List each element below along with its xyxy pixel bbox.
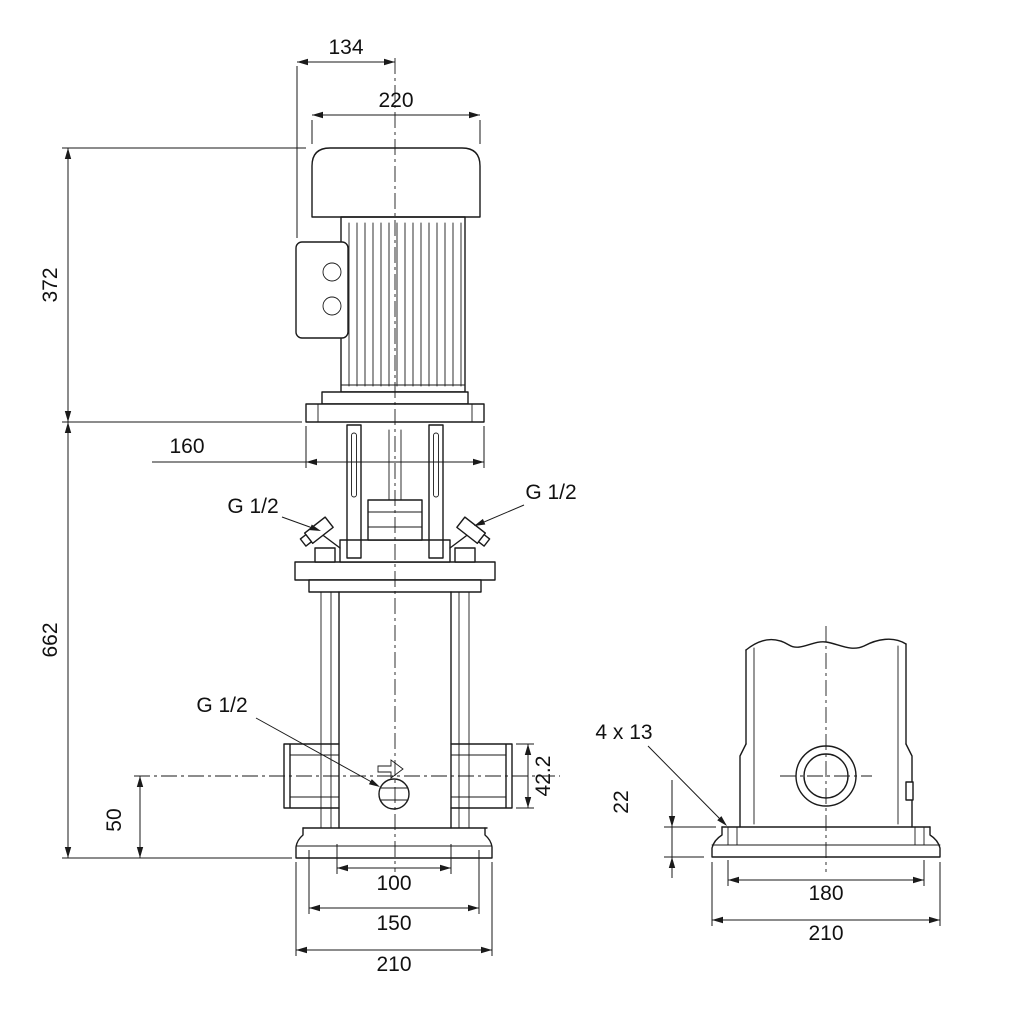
leader-line [476,504,525,526]
staybolt-nut-right [454,547,476,563]
base-bolt-slots [727,826,925,846]
leader-line [647,745,725,824]
g-half-right-label: G 1/2 [525,481,576,504]
cable-entry-hole [322,262,342,282]
suction-port [283,743,340,809]
vent-plug-left [299,516,334,547]
bolt-holes-label: 4 x 13 [595,721,652,744]
vent-plug-right [456,516,491,547]
extension-line [727,860,925,886]
side-walls [745,643,907,745]
arrowhead [717,816,727,826]
dim-662: 662 [39,422,292,859]
leader-line [255,717,378,786]
dim-150-label: 150 [376,912,411,935]
arrowhead [297,58,395,66]
dim-210-side-label: 210 [808,922,843,945]
dim-220-label: 220 [378,89,413,112]
extension-line [711,862,941,926]
motor-shaft [388,429,402,501]
side-foot [739,743,913,828]
dim-50: 50 [103,776,144,858]
extension-line [305,426,485,468]
dim-210-front-label: 210 [376,953,411,976]
dim-220: 220 [311,89,481,144]
dim-100: 100 [336,844,452,895]
coupling-guard-slot [433,432,439,498]
extension-line [295,862,493,956]
drain-plug [378,778,410,810]
flange-bolt-lines [317,403,473,423]
dim-372-label: 372 [39,267,62,302]
extension-line [336,844,452,874]
coupling-guard-slot [351,432,357,498]
extension-line [62,147,306,423]
terminal-box [295,241,349,339]
callout-g-half-drain: G 1/2 [196,694,380,787]
drain-plug-flats [379,787,409,801]
extension-line [516,743,534,809]
dim-180: 180 [727,860,925,905]
dim-22-label: 22 [610,790,633,813]
side-inner-walls [753,645,899,825]
coupling-guard-left [346,424,362,559]
dim-210-side: 210 [711,862,941,945]
arrowhead [668,816,676,868]
pump-base-front [295,827,493,859]
dim-22: 22 [610,780,716,878]
staybolt-nut-left [314,547,336,563]
motor-fins [348,222,462,387]
dim-210-front: 210 [295,862,493,976]
dim-160-label: 160 [169,435,204,458]
nameplate-tab [905,781,914,801]
g-half-left-label: G 1/2 [227,495,278,518]
arrowhead [309,524,321,531]
callout-g-half-left: G 1/2 [227,495,321,531]
extension-line [308,850,480,914]
extension-line [664,826,716,858]
staybolts [320,591,470,829]
flow-direction-arrow-icon [377,759,404,779]
cable-entry-hole [322,296,342,316]
dim-100-label: 100 [376,872,411,895]
dim-42-2: 42.2 [516,743,555,809]
extension-line [311,120,481,144]
discharge-port [450,743,513,809]
callout-g-half-right: G 1/2 [474,481,577,526]
dim-134-label: 134 [328,36,363,59]
callout-bolt-holes: 4 x 13 [595,721,727,826]
arrowhead [474,518,486,526]
motor-fan-cover [311,147,481,218]
front-view [283,147,513,859]
dim-134: 134 [296,36,395,238]
arrowhead [368,779,380,787]
g-half-drain-label: G 1/2 [196,694,247,717]
dim-160: 160 [152,426,485,468]
dim-662-label: 662 [39,622,62,657]
sleeve [338,591,452,829]
motor-body [340,216,466,393]
dim-42-2-label: 42.2 [532,756,555,797]
dim-50-label: 50 [103,808,126,831]
coupling-guard-right [428,424,444,559]
dim-180-label: 180 [808,882,843,905]
dim-372: 372 [39,147,306,423]
dim-150: 150 [308,850,480,935]
